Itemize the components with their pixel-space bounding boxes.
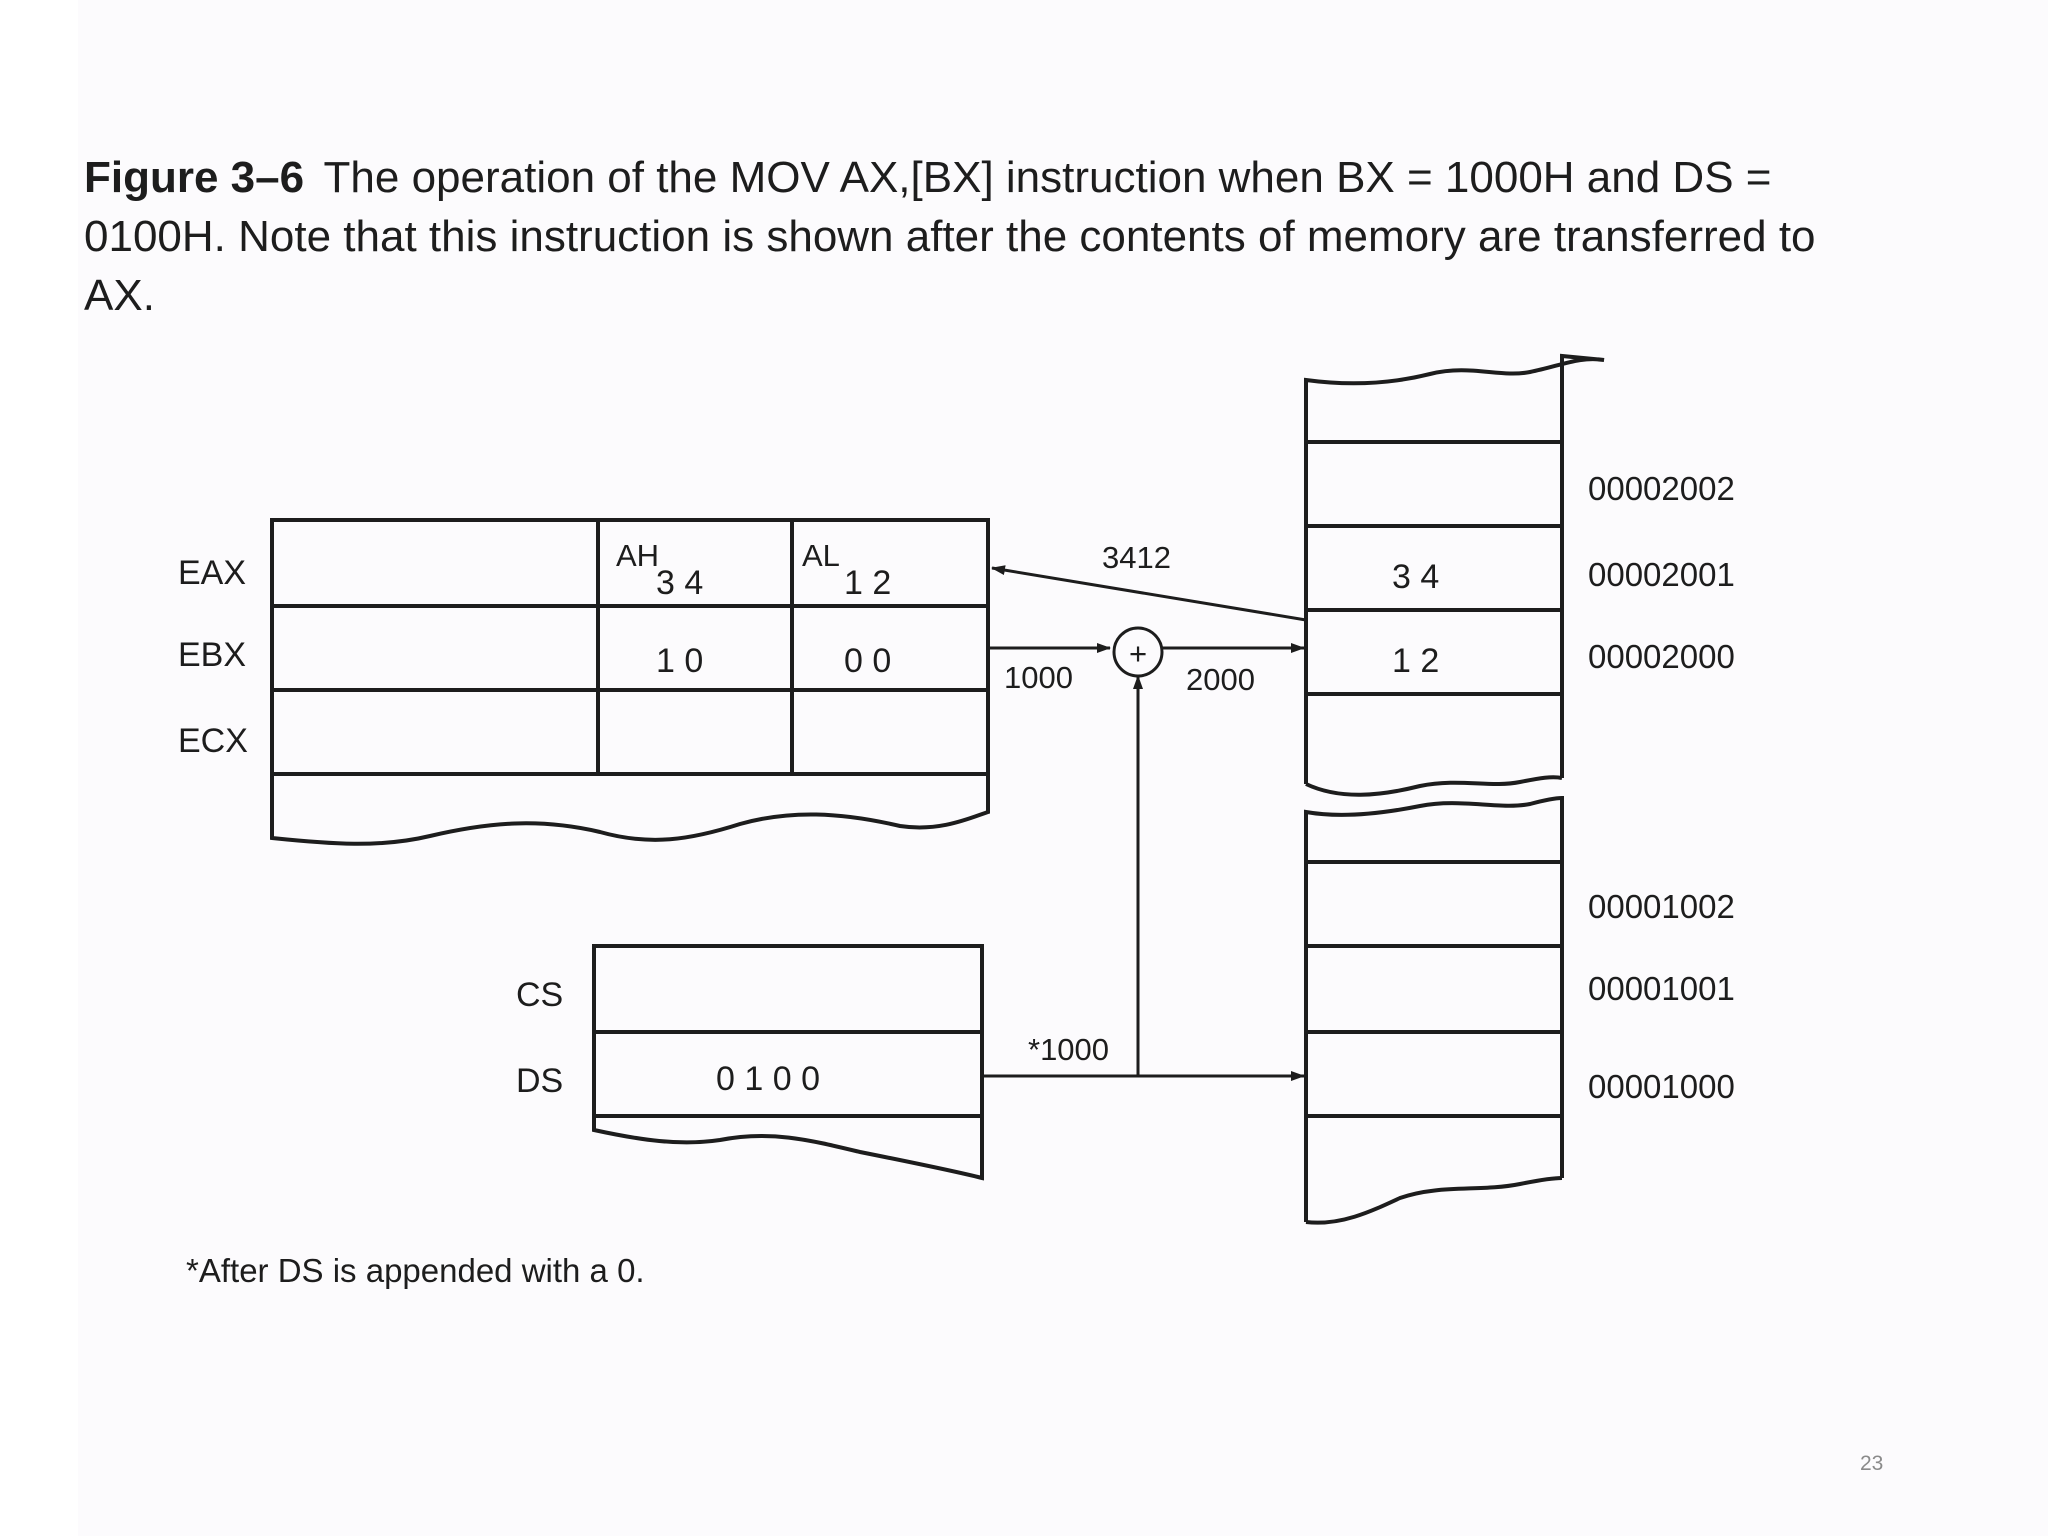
eax-label: EAX [178,554,246,592]
segment-file-torn-edge [592,1116,984,1181]
al-label: AL [802,538,840,573]
memory-value-2000: 1 2 [1392,642,1439,680]
ecx-label: ECX [178,722,248,760]
figure-caption: Figure 3–6 The operation of the MOV AX,[… [84,148,1884,325]
segment-register-file [592,944,984,1181]
ebx-bl-value: 0 0 [844,642,891,680]
ebx-label: EBX [178,636,246,674]
ds-value: 0 1 0 0 [716,1060,820,1098]
offset-value-label: 1000 [1004,660,1073,695]
memory-upper-torn-top [1304,353,1605,442]
cs-row [592,944,984,1034]
address-00002000: 00002000 [1588,638,1735,675]
memory-lower [1304,795,1564,1225]
memory-value-2001: 3 4 [1392,558,1439,596]
scanned-figure-background [78,0,2048,1536]
address-00001001: 00001001 [1588,970,1735,1007]
adder-icon: + [1112,626,1164,678]
address-00002001: 00002001 [1588,556,1735,593]
ebx-bh-value: 1 0 [656,642,703,680]
register-file-torn-edge [270,774,990,846]
address-00001000: 00001000 [1588,1068,1735,1105]
physical-address-label: 2000 [1186,662,1255,697]
ds-label: DS [516,1062,563,1100]
result-value-label: 3412 [1102,540,1171,575]
memory-upper-torn-bottom [1305,775,1563,797]
adder-symbol: + [1129,636,1147,671]
register-file [270,518,990,846]
address-00001002: 00001002 [1588,888,1735,925]
memory-upper [1304,353,1605,797]
ah-label: AH [616,538,659,573]
memory-lower-torn-bottom [1305,1176,1563,1225]
footnote: *After DS is appended with a 0. [186,1252,645,1289]
page-number: 23 [1860,1452,1884,1475]
cs-label: CS [516,976,563,1014]
figure-caption-text: The operation of the MOV AX,[BX] instruc… [84,153,1816,320]
figure-label: Figure 3–6 [84,153,305,202]
ds-row [592,1030,984,1118]
data-flow [982,565,1307,1081]
eax-al-value: 1 2 [844,564,891,602]
memory-to-eax-arrow [991,565,1307,622]
eax-ah-value: 3 4 [656,564,703,602]
ecx-row [270,688,990,776]
memory-lower-torn-top [1304,795,1564,862]
address-00002002: 00002002 [1588,470,1735,507]
segment-base-label: *1000 [1028,1032,1109,1067]
